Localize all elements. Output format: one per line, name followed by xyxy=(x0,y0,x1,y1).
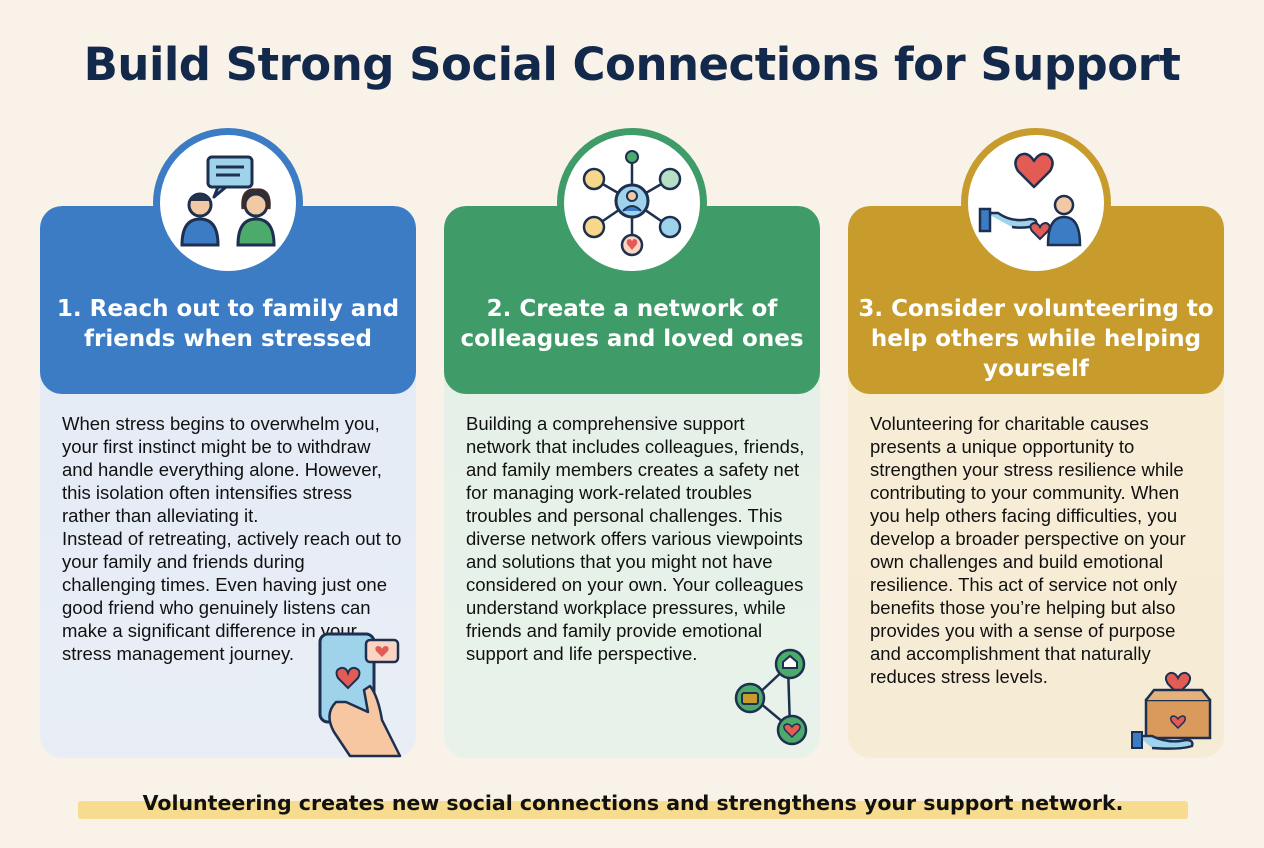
card-family-friends: 1. Reach out to family and friends when … xyxy=(40,206,416,758)
donation-box-icon xyxy=(1131,671,1212,750)
family-chat-icon xyxy=(153,128,303,278)
phone-heart-icon xyxy=(318,632,402,758)
footer-banner: Volunteering creates new social connecti… xyxy=(78,788,1188,820)
page-title: Build Strong Social Connections for Supp… xyxy=(83,38,1181,91)
card-body: When stress begins to overwhelm you, you… xyxy=(62,412,402,665)
footer-text: Volunteering creates new social connecti… xyxy=(142,791,1124,815)
footer-highlight xyxy=(78,801,1188,819)
card-body: Volunteering for charitable causes prese… xyxy=(870,412,1210,688)
card-network: 2. Create a network of colleagues and lo… xyxy=(444,206,820,758)
card-heading: 2. Create a network of colleagues and lo… xyxy=(460,296,804,352)
card-paragraph: When stress begins to overwhelm you, you… xyxy=(62,413,382,526)
helping-hand-icon xyxy=(961,128,1111,278)
card-paragraph: Instead of retreating, actively reach ou… xyxy=(62,528,402,664)
network-nodes-icon xyxy=(734,648,808,746)
card-paragraph: Building a comprehensive support network… xyxy=(466,413,805,664)
card-heading: 1. Reach out to family and friends when … xyxy=(56,296,400,352)
network-icon xyxy=(557,128,707,278)
card-heading: 3. Consider volunteering to help others … xyxy=(858,296,1214,382)
card-body: Building a comprehensive support network… xyxy=(466,412,806,665)
card-paragraph: Volunteering for charitable causes prese… xyxy=(870,413,1186,687)
